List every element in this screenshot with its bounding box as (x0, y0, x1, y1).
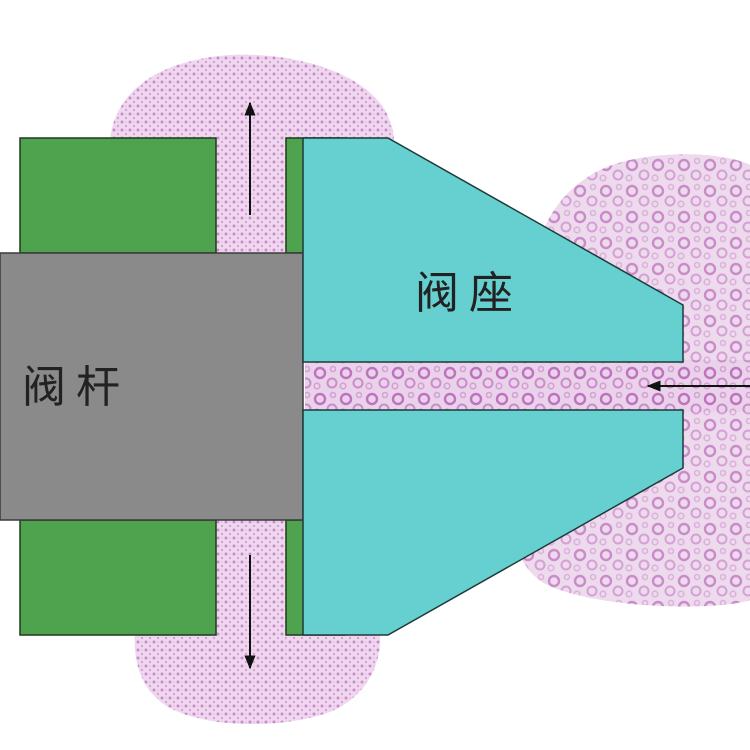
lower-leak-fluid (134, 632, 381, 725)
valve-seat-upper (302, 137, 684, 363)
valve-stem-label: 阀杆 (22, 362, 130, 413)
gland-block-bottom-left (19, 519, 217, 636)
valve-stem (0, 252, 304, 521)
valve-seat-lower (302, 409, 684, 636)
upper-leak-fluid (110, 54, 394, 145)
gland-block-top-left (19, 137, 217, 254)
valve-seat-label: 阀座 (415, 268, 523, 319)
